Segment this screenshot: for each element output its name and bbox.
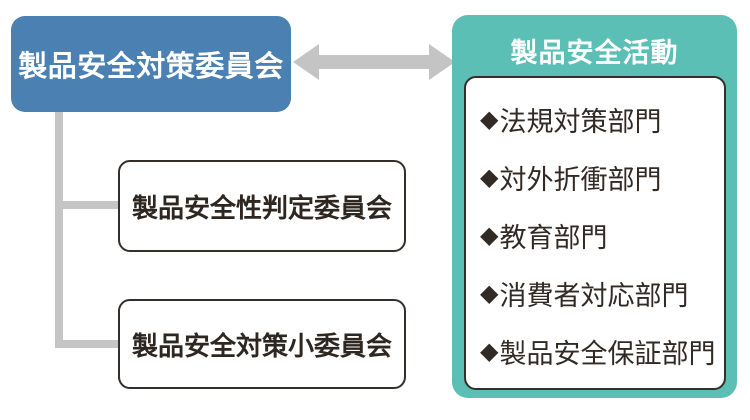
list-item-label: 消費者対応部門 <box>499 280 689 311</box>
activities-title: 製品安全活動 <box>510 38 679 68</box>
diamond-bullet-icon: ◆ <box>480 279 499 307</box>
diamond-bullet-icon: ◆ <box>480 337 499 365</box>
list-item: ◆ 消費者対応部門 <box>480 272 718 314</box>
committee-box: 製品安全対策委員会 <box>11 16 291 112</box>
activities-list-box: ◆ 法規対策部門 ◆ 対外折衝部門 ◆ 教育部門 ◆ 消費者対応部門 ◆ 製品安… <box>464 76 726 390</box>
committee-label: 製品安全対策委員会 <box>18 51 284 83</box>
subcommittee-box-judgment: 製品安全性判定委員会 <box>118 160 406 252</box>
connector-branch-2 <box>55 340 119 348</box>
subcommittee-small-label: 製品安全対策小委員会 <box>131 330 392 361</box>
list-item-label: 法規対策部門 <box>499 106 662 137</box>
subcommittee-judgment-label: 製品安全性判定委員会 <box>131 192 392 223</box>
list-item: ◆ 法規対策部門 <box>480 98 718 140</box>
connector-trunk <box>55 112 63 348</box>
list-item-label: 対外折衝部門 <box>499 164 662 195</box>
list-item: ◆ 製品安全保証部門 <box>480 330 718 372</box>
diamond-bullet-icon: ◆ <box>480 221 499 249</box>
list-item: ◆ 対外折衝部門 <box>480 156 718 198</box>
activities-panel: 製品安全活動 ◆ 法規対策部門 ◆ 対外折衝部門 ◆ 教育部門 ◆ 消費者対応部… <box>452 15 737 398</box>
double-arrow-icon <box>293 44 455 80</box>
list-item-label: 製品安全保証部門 <box>499 338 716 369</box>
diamond-bullet-icon: ◆ <box>480 163 499 191</box>
list-item-label: 教育部門 <box>499 222 608 253</box>
subcommittee-box-small: 製品安全対策小委員会 <box>118 299 406 389</box>
connector-branch-1 <box>55 201 119 209</box>
diamond-bullet-icon: ◆ <box>480 105 499 133</box>
list-item: ◆ 教育部門 <box>480 214 718 256</box>
